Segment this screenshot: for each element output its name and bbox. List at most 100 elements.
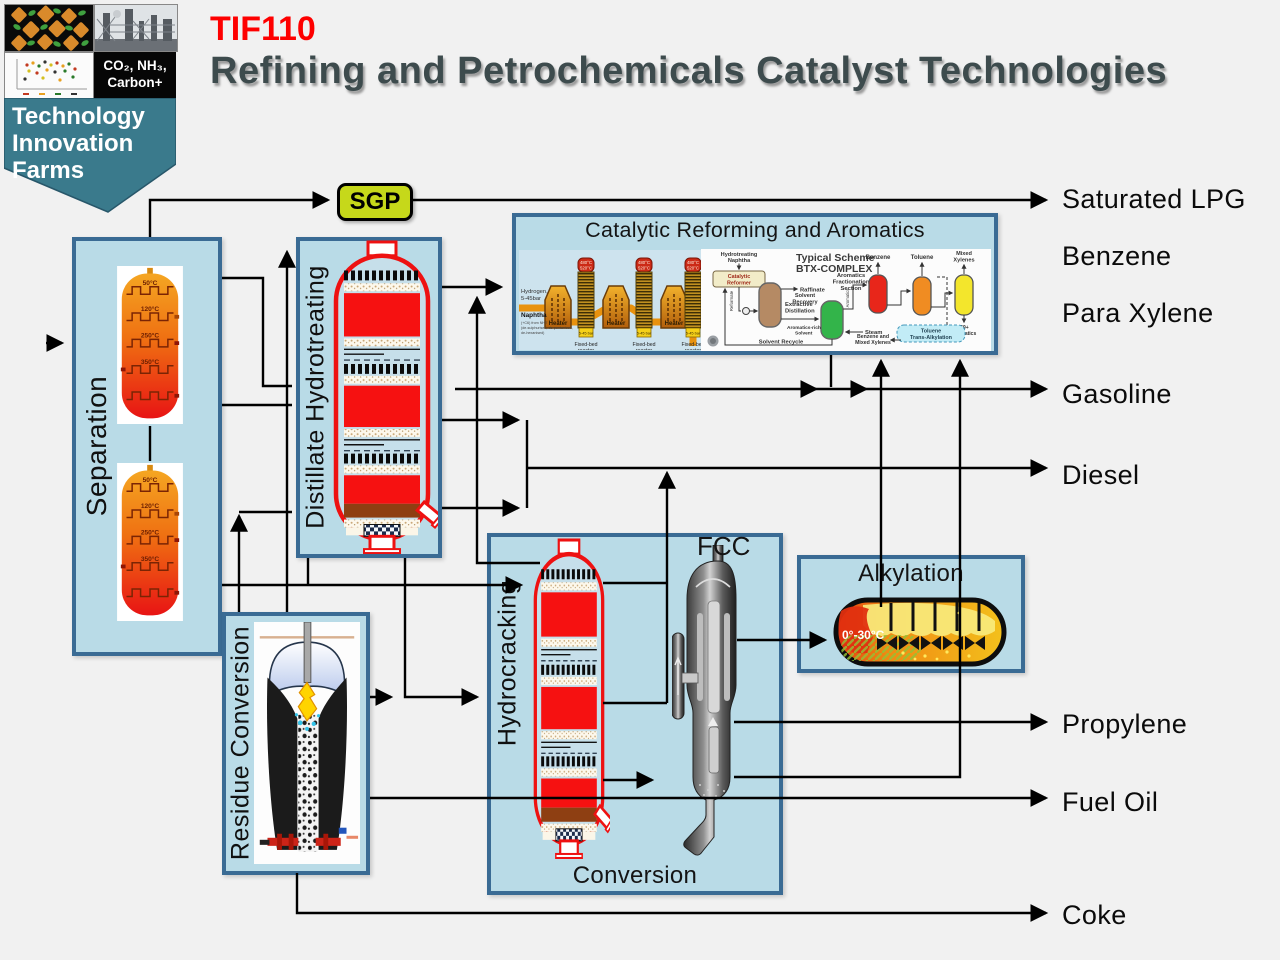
btx-extractive-1: Extractive xyxy=(785,302,813,308)
alkylation-label: Alkylation xyxy=(858,560,964,587)
heater-label-1: Heater xyxy=(549,321,568,327)
reactor1-label1: Fixed-bed xyxy=(574,342,597,348)
product-fuel-oil: Fuel Oil xyxy=(1062,787,1159,817)
btx-solvent-2: Recovery xyxy=(792,300,818,306)
reactor3-label1: Fixed-bed xyxy=(681,342,701,348)
hydrotreating-reactor-graphic xyxy=(326,240,438,555)
reactor3-label2: reactor xyxy=(685,348,701,350)
product-gasoline: Gasoline xyxy=(1062,379,1172,409)
naphtha-note-3: de-hexanised) xyxy=(521,331,544,335)
fcc-unit-graphic xyxy=(672,545,737,856)
btx-afs-1: Aromatics xyxy=(837,273,865,279)
conversion-label: Conversion xyxy=(572,862,698,889)
slide-title: Refining and Petrochemicals Catalyst Tec… xyxy=(210,50,1168,92)
residue-conversion-label: Residue Conversion xyxy=(226,625,255,861)
badge-line-1: CO₂, NH₃, xyxy=(103,58,167,74)
sgp-unit-box: SGP xyxy=(337,183,413,221)
reactor1-pressure: 5-45 bar xyxy=(579,331,594,336)
reformer-heaters: Heater Heater Heater xyxy=(544,285,688,329)
residue-gasifier-graphic xyxy=(254,622,360,864)
co2-nh3-carbon-badge: CO₂, NH₃, Carbon+ xyxy=(94,52,176,98)
line-separation-to-sgp xyxy=(148,191,331,237)
heater-label-2: Heater xyxy=(607,321,626,327)
catalytic-reformer-diagram: Heater Heater Heater 480°C 520°C 5-45 ba… xyxy=(519,250,701,350)
technology-innovation-farms-banner: Technology Innovation Farms xyxy=(4,98,176,213)
scatter-chart-thumbnail xyxy=(4,52,94,100)
btx-title-2: BTX-COMPLEX xyxy=(796,263,872,275)
distillate-hydrotreating-label: Distillate Hydrotreating xyxy=(301,265,330,529)
btx-xylenes-2: Xylenes xyxy=(953,258,974,264)
separation-column-graphic-1: 50°C 120°C 250°C 350°C xyxy=(117,266,183,424)
reactor2-temp2: 520°C xyxy=(638,266,650,271)
product-saturated-lpg: Saturated LPG xyxy=(1062,184,1246,214)
hydrocracking-reactor-graphic xyxy=(528,538,610,860)
catalytic-reforming-title: Catalytic Reforming and Aromatics xyxy=(585,218,925,242)
btx-toluene-label: Toluene xyxy=(911,255,934,261)
org-name-line-2: Innovation xyxy=(12,130,133,157)
hx1-temp-120: 120°C xyxy=(141,305,160,313)
reactor3-temp2: 520°C xyxy=(687,266,699,271)
separation-column-graphic-2: 50°C 120°C 250°C 350°C xyxy=(117,463,183,621)
btx-xylenes-1: Mixed xyxy=(956,251,972,257)
badge-line-2: Carbon+ xyxy=(107,75,163,90)
btx-arom-rich-2: Solvent xyxy=(795,331,813,337)
fcc-label: FCC xyxy=(697,531,751,561)
btx-complex-diagram: Typical Scheme BTX-COMPLEX Hydrotreating… xyxy=(701,249,991,351)
btx-feed-1: Hydrotreating xyxy=(721,252,758,258)
btx-bmx-1: Benzene and xyxy=(857,334,889,340)
product-diesel: Diesel xyxy=(1062,460,1140,490)
hx2-temp-50: 50°C xyxy=(143,476,158,484)
reactor2-label1: Fixed-bed xyxy=(632,342,655,348)
reactor1-temp1: 480°C xyxy=(580,260,592,265)
hx1-temp-250: 250°C xyxy=(141,331,160,339)
btx-ta-2: Trans-Alkylation xyxy=(910,335,952,341)
product-para-xylene: Para Xylene xyxy=(1062,298,1214,328)
naphtha-label: Naphtha xyxy=(521,312,547,319)
btx-afs-3: Section xyxy=(841,286,862,292)
alkylation-reactor-graphic: 0°-30°C xyxy=(833,597,1007,667)
org-name-line-3: Farms xyxy=(12,157,84,184)
product-coke: Coke xyxy=(1062,900,1127,930)
line-sep-to-dht-upper xyxy=(222,276,292,388)
reactor2-pressure: 5-45 bar xyxy=(637,331,652,336)
btx-bmx-2: Mixed Xylenes xyxy=(855,340,891,346)
btx-raffinate-label: Raffinate xyxy=(800,288,826,294)
hx2-temp-350: 350°C xyxy=(141,555,160,563)
btx-benzene-label: Benzene xyxy=(866,255,891,261)
refinery-photo xyxy=(94,4,178,52)
reactor2-temp1: 480°C xyxy=(638,260,650,265)
heater-label-3: Heater xyxy=(665,321,684,327)
reactor1-label2: reactor xyxy=(578,348,594,350)
naphtha-note-2: (de-sulphurised, de-pentanised, xyxy=(521,326,573,330)
btx-reformate-label: Reformate xyxy=(729,290,734,311)
hx1-temp-350: 350°C xyxy=(141,358,160,366)
reactor3-temp1: 480°C xyxy=(687,260,699,265)
btx-reformer-1: Catalytic xyxy=(728,274,750,280)
btx-afs-2: Fractionation xyxy=(833,280,870,286)
reactor3-pressure: 5-45 bar xyxy=(686,331,701,336)
btx-title-1: Typical Scheme xyxy=(796,252,875,264)
line-dht-bottom-riser xyxy=(403,558,480,706)
btx-extractive-2: Distillation xyxy=(785,309,815,315)
reactor2-label2: reactor xyxy=(636,348,652,350)
btx-aromatics-label: Aromatics xyxy=(845,289,850,308)
product-benzene: Benzene xyxy=(1062,241,1172,271)
btx-solvent-1: Solvent xyxy=(795,293,815,299)
hydrogen-label-1: Hydrogen, xyxy=(521,289,548,295)
btx-arom-rich-1: Aromatics-rich xyxy=(787,325,821,331)
course-code: TIF110 xyxy=(210,10,316,48)
reactor1-temp2: 520°C xyxy=(580,266,592,271)
separation-label: Separation xyxy=(81,375,112,517)
btx-recycle-label: Solvent Recycle xyxy=(759,340,804,346)
hx2-temp-120: 120°C xyxy=(141,502,160,510)
naphtha-note-1: (+C6) from NHT xyxy=(521,321,548,325)
btx-feed-2: Naphtha xyxy=(728,258,751,264)
btx-reformer-2: Reformer xyxy=(727,281,752,287)
molecule-logo-image xyxy=(4,4,94,52)
hx2-temp-250: 250°C xyxy=(141,528,160,536)
btx-ta-1: Toluene xyxy=(921,329,941,335)
hydrogen-label-2: 5-45bar xyxy=(521,296,541,302)
hydrocracking-label: Hydrocracking xyxy=(493,579,522,747)
hx1-temp-50: 50°C xyxy=(143,279,158,287)
